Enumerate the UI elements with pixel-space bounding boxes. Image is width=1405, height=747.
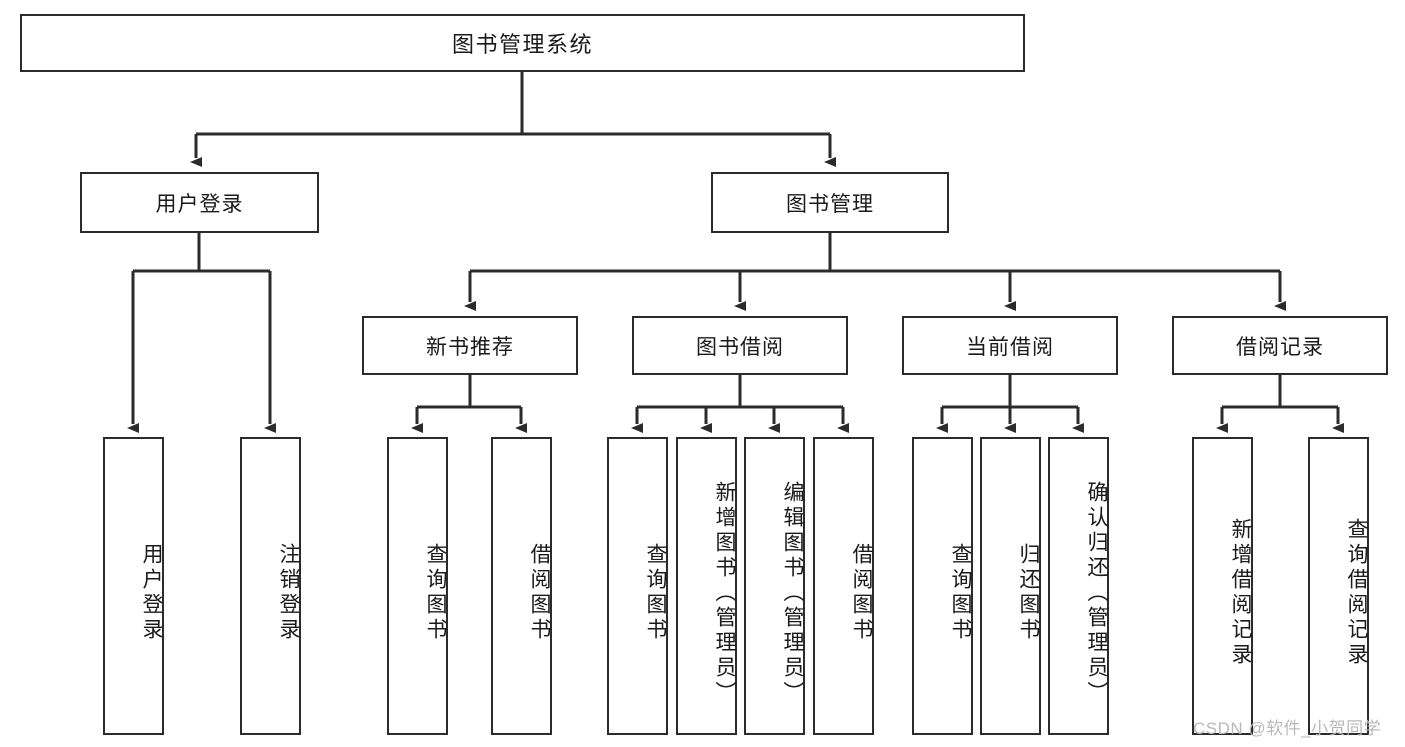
node-borrow-record[interactable]: 借阅记录 (1172, 316, 1388, 375)
node-root[interactable]: 图书管理系统 (20, 14, 1025, 72)
node-new-book-recommend-label: 新书推荐 (426, 335, 514, 359)
node-leaf-confirm-return-label: 确认归还（管理员） (1085, 480, 1108, 706)
node-leaf-borrow-book-2-label: 借阅图书 (850, 543, 873, 643)
node-leaf-user-login[interactable]: 用户登录 (103, 437, 164, 735)
node-leaf-add-book-label: 新增图书（管理员） (713, 480, 736, 706)
node-leaf-query-book-2[interactable]: 查询图书 (607, 437, 668, 735)
node-leaf-edit-book-label: 编辑图书（管理员） (781, 480, 804, 706)
node-root-label: 图书管理系统 (451, 32, 593, 57)
node-user-login[interactable]: 用户登录 (80, 172, 319, 233)
node-book-management[interactable]: 图书管理 (711, 172, 949, 233)
node-leaf-edit-book[interactable]: 编辑图书（管理员） (744, 437, 805, 735)
node-leaf-query-record[interactable]: 查询借阅记录 (1308, 437, 1369, 735)
node-book-management-label: 图书管理 (786, 192, 874, 216)
node-leaf-query-book-1[interactable]: 查询图书 (387, 437, 448, 735)
node-leaf-return-book-label: 归还图书 (1017, 543, 1040, 643)
node-user-login-label: 用户登录 (155, 192, 244, 216)
node-leaf-borrow-book-1[interactable]: 借阅图书 (491, 437, 552, 735)
node-leaf-query-book-3-label: 查询图书 (949, 543, 972, 643)
node-leaf-borrow-book-1-label: 借阅图书 (528, 543, 551, 643)
node-leaf-logout-label: 注销登录 (277, 543, 300, 643)
node-leaf-return-book[interactable]: 归还图书 (980, 437, 1041, 735)
node-leaf-borrow-book-2[interactable]: 借阅图书 (813, 437, 874, 735)
node-leaf-user-login-label: 用户登录 (140, 543, 163, 643)
node-leaf-confirm-return[interactable]: 确认归还（管理员） (1048, 437, 1109, 735)
node-leaf-add-record[interactable]: 新增借阅记录 (1192, 437, 1253, 735)
node-leaf-query-book-3[interactable]: 查询图书 (912, 437, 973, 735)
node-new-book-recommend[interactable]: 新书推荐 (362, 316, 578, 375)
node-leaf-query-record-label: 查询借阅记录 (1345, 518, 1368, 668)
node-leaf-add-record-label: 新增借阅记录 (1229, 518, 1252, 668)
node-book-borrow-label: 图书借阅 (696, 335, 784, 359)
watermark-text: CSDN @软件_小贺同学 (1193, 719, 1382, 738)
node-current-borrow[interactable]: 当前借阅 (902, 316, 1118, 375)
node-book-borrow[interactable]: 图书借阅 (632, 316, 848, 375)
node-leaf-add-book[interactable]: 新增图书（管理员） (676, 437, 737, 735)
node-leaf-query-book-2-label: 查询图书 (644, 543, 667, 643)
node-leaf-logout[interactable]: 注销登录 (240, 437, 301, 735)
node-leaf-query-book-1-label: 查询图书 (424, 543, 447, 643)
node-borrow-record-label: 借阅记录 (1236, 335, 1324, 359)
node-current-borrow-label: 当前借阅 (966, 335, 1054, 359)
